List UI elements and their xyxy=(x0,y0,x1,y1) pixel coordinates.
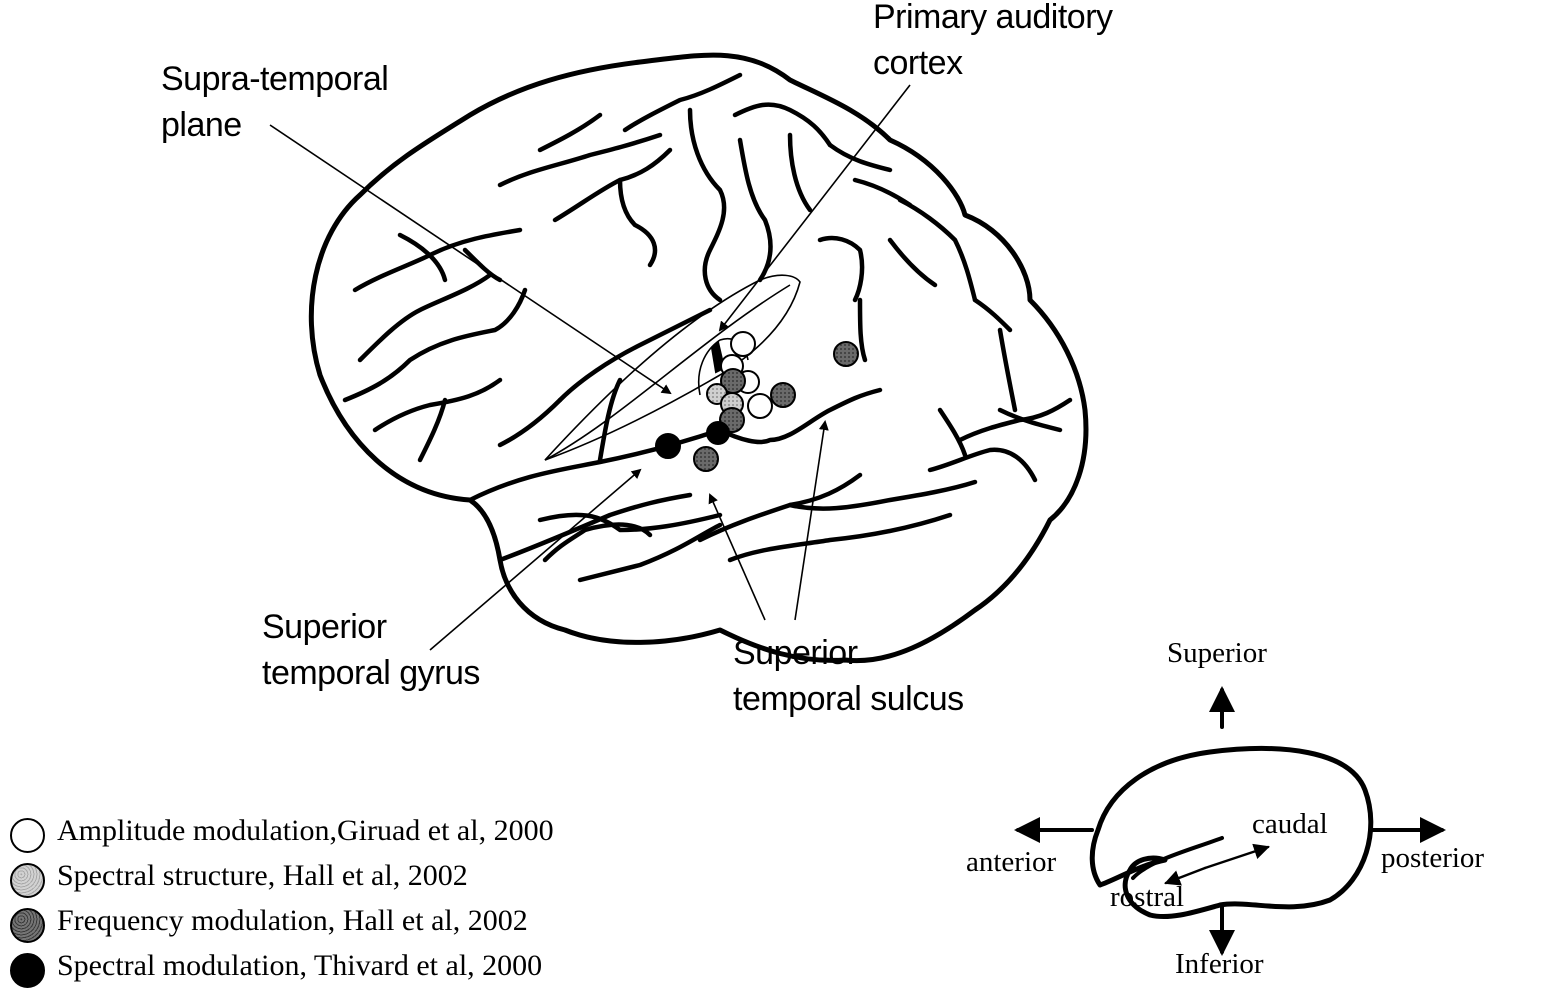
pointer-lines xyxy=(269,84,911,651)
legend-swatch-spectral-modulation xyxy=(10,953,45,988)
marker-frequency xyxy=(693,446,719,472)
activation-markers xyxy=(655,331,859,472)
legend-label: Spectral structure, Hall et al, 2002 xyxy=(57,859,468,892)
marker-frequency xyxy=(770,382,796,408)
orientation-inset xyxy=(1014,686,1446,956)
sulci-lines xyxy=(342,72,1073,583)
orientation-anterior-label: anterior xyxy=(966,846,1057,878)
superior-temporal-sulcus-label: Superior temporal sulcus xyxy=(733,634,964,718)
legend-label: Spectral modulation, Thivard et al, 2000 xyxy=(57,949,543,982)
legend-swatch-spectral-structure xyxy=(10,863,45,898)
brain-outline xyxy=(308,52,1089,664)
orientation-posterior-label: posterior xyxy=(1381,842,1485,874)
marker-amplitude xyxy=(730,331,756,357)
marker-amplitude xyxy=(747,393,773,419)
marker-frequency xyxy=(833,341,859,367)
orientation-rostral-label: rostral xyxy=(1110,881,1185,913)
supra-temporal-plane-label: Supra-temporal plane xyxy=(161,60,389,144)
legend-label: Frequency modulation, Hall et al, 2002 xyxy=(57,904,528,937)
orientation-superior-label: Superior xyxy=(1167,637,1267,669)
legend-label: Amplitude modulation,Giruad et al, 2000 xyxy=(57,814,554,847)
marker-spectral-modulation xyxy=(655,433,681,459)
legend-swatch-amplitude xyxy=(10,818,45,853)
superior-temporal-gyrus-label: Superior temporal gyrus xyxy=(262,608,480,692)
orientation-inferior-label: Inferior xyxy=(1175,948,1264,980)
legend-swatch-frequency xyxy=(10,908,45,943)
supratemporal-plane-outline xyxy=(544,274,801,461)
primary-auditory-cortex-label: Primary auditory cortex xyxy=(873,0,1113,82)
orientation-caudal-label: caudal xyxy=(1252,808,1328,840)
marker-spectral-modulation xyxy=(706,421,730,445)
